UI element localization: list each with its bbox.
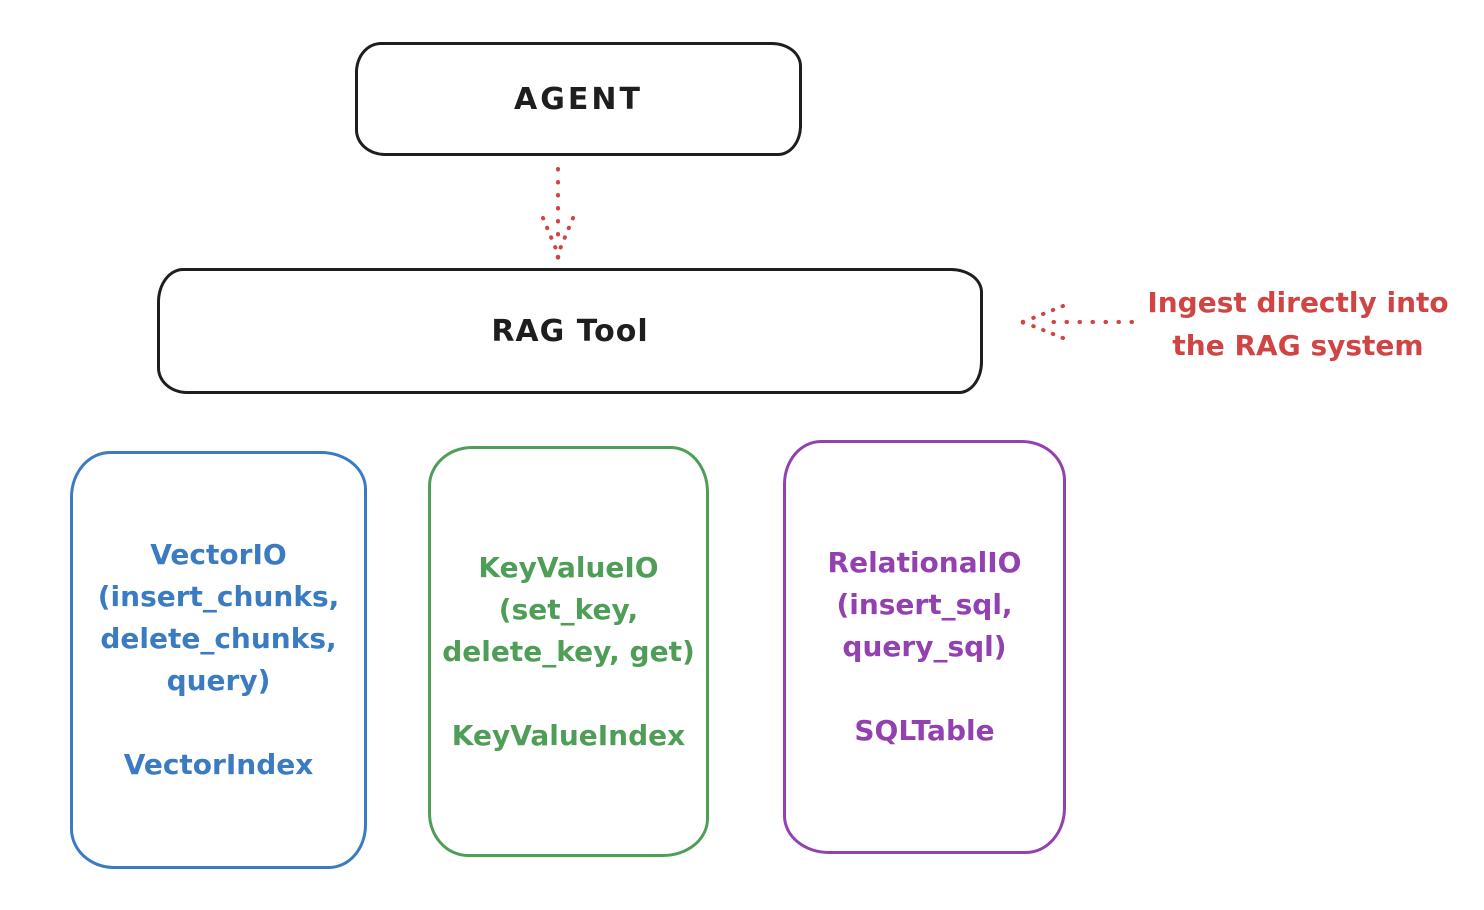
relationalio-index-label: SQLTable bbox=[854, 714, 995, 747]
vectorio-methods-line: (insert_chunks, bbox=[97, 580, 340, 613]
ingest-annotation-line2: the RAG system bbox=[1172, 329, 1424, 362]
vectorio-title: VectorIO bbox=[150, 538, 287, 571]
keyvalueio-title: KeyValueIO bbox=[478, 550, 659, 584]
relationalio-methods-line: (insert_sql, bbox=[836, 588, 1013, 621]
keyvalueio-methods-line: (set_key, bbox=[498, 592, 639, 626]
rag-tool-node: RAG Tool bbox=[157, 268, 983, 394]
vectorio-methods-line: query) bbox=[166, 664, 271, 697]
agent-label: AGENT bbox=[514, 81, 643, 117]
relationalio-node: RelationalIO (insert_sql, query_sql) SQL… bbox=[783, 440, 1066, 854]
keyvalueio-node: KeyValueIO (set_key, delete_key, get) Ke… bbox=[428, 446, 709, 857]
ingest-annotation: Ingest directly into the RAG system bbox=[1137, 281, 1459, 367]
keyvalueio-methods-line: delete_key, get) bbox=[442, 634, 695, 668]
agent-to-rag-arrow-icon bbox=[541, 167, 575, 260]
vectorio-index-label: VectorIndex bbox=[123, 748, 314, 781]
relationalio-title: RelationalIO bbox=[827, 546, 1022, 579]
vectorio-node: VectorIO (insert_chunks, delete_chunks, … bbox=[70, 451, 367, 869]
vectorio-methods-line: delete_chunks, bbox=[100, 622, 337, 655]
rag-tool-label: RAG Tool bbox=[491, 313, 649, 349]
agent-node: AGENT bbox=[355, 42, 802, 156]
ingest-annotation-line1: Ingest directly into bbox=[1147, 286, 1449, 319]
keyvalueio-index-label: KeyValueIndex bbox=[451, 718, 686, 752]
ingest-arrow-icon bbox=[1020, 304, 1134, 340]
relationalio-methods-line: query_sql) bbox=[842, 630, 1007, 663]
